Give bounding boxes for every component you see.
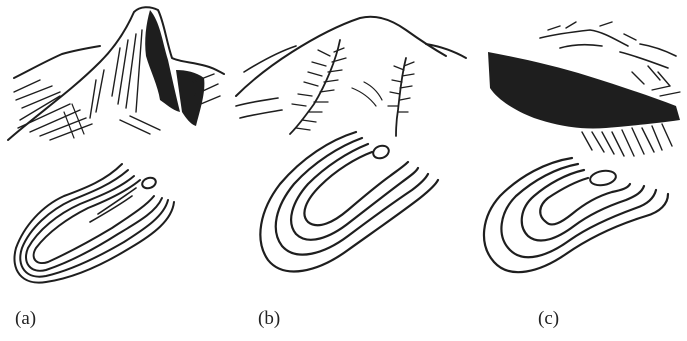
panel-label-b: (b) — [258, 309, 280, 328]
panel-label-c: (c) — [538, 309, 559, 328]
stepped-ridge-contour-icon — [484, 158, 668, 272]
narrow-ridge-contour-icon — [14, 164, 174, 283]
sharp-mountain-ridge-sketch-icon — [8, 7, 224, 140]
panel-label-a: (a) — [15, 309, 36, 328]
rounded-hill-spur-sketch-icon — [236, 17, 466, 136]
rounded-spur-contour-icon — [260, 132, 438, 271]
stepped-cliff-ridge-sketch-icon — [488, 22, 680, 156]
